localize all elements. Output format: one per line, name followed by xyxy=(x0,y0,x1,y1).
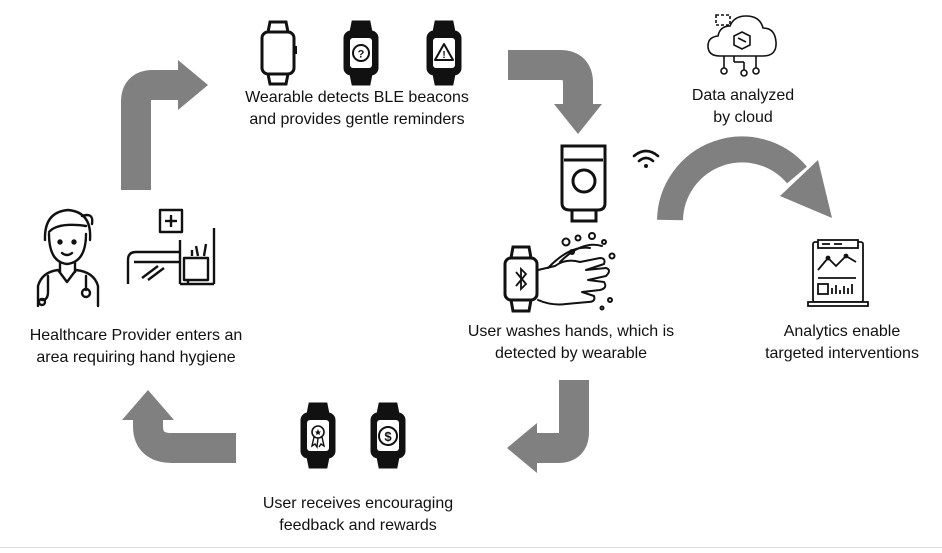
dollar-glyph: $ xyxy=(384,429,392,444)
healthcare-provider-icon xyxy=(36,208,100,308)
smartwatch-warning-icon xyxy=(426,20,462,86)
analytics-laptop-icon xyxy=(807,239,869,307)
washing-hands-icon xyxy=(537,232,616,311)
question-glyph: ? xyxy=(358,49,365,61)
cloud-network-icon xyxy=(707,14,777,77)
smartwatch-question-icon xyxy=(343,20,379,86)
warning-glyph: ! xyxy=(442,50,445,61)
arrow-wash-to-feedback xyxy=(507,380,589,473)
arrow-wash-to-analytics xyxy=(657,136,832,221)
step-wash-label: User washes hands, which is detected by … xyxy=(467,323,675,362)
step-provider-label: Healthcare Provider enters an area requi… xyxy=(29,327,243,366)
sanitizer-bottle-icon xyxy=(560,144,607,223)
step-wearable-label: Wearable detects BLE beacons and provide… xyxy=(245,89,469,128)
bottom-divider xyxy=(0,547,942,548)
hospital-bed-icon xyxy=(126,208,216,286)
arrow-provider-to-wearable xyxy=(121,60,208,190)
step-analytics-label: Analytics enable targeted interventions xyxy=(765,323,919,362)
arrow-feedback-to-provider xyxy=(122,390,236,463)
bluetooth-watch-icon xyxy=(503,245,539,313)
wifi-icon xyxy=(632,149,660,168)
step-cloud-label: Data analyzed by cloud xyxy=(691,87,795,126)
dollar-watch-icon xyxy=(370,402,406,469)
medal-watch-icon xyxy=(300,402,336,469)
arrow-wearable-to-wash xyxy=(508,50,602,134)
step-feedback-label: User receives encouraging feedback and r… xyxy=(262,495,454,534)
smartwatch-blank-icon xyxy=(260,20,297,86)
